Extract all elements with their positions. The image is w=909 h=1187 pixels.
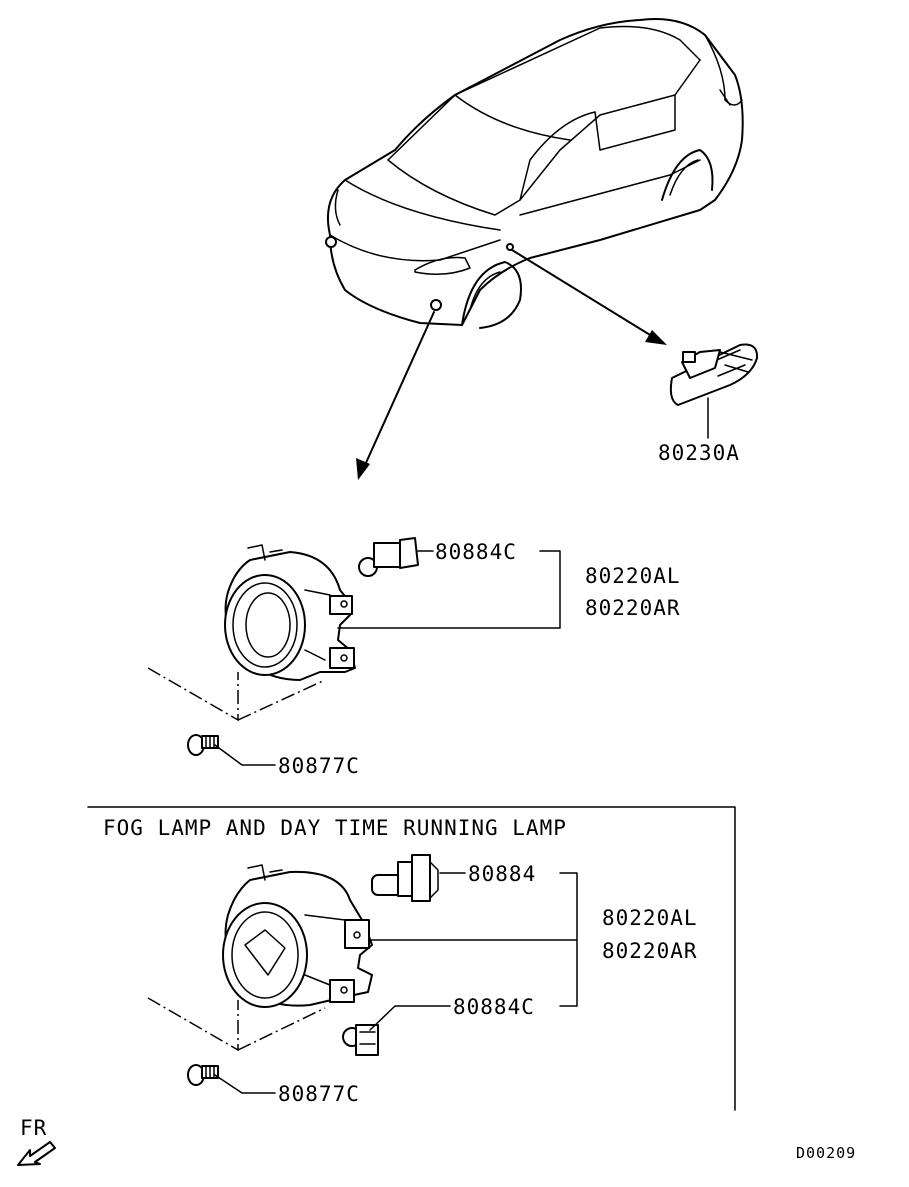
side-marker-lamp-icon (669, 343, 759, 406)
diagram-code: D00209 (796, 1144, 856, 1162)
part-number-side-marker: 80230A (658, 441, 740, 465)
screw-lower-icon (187, 1064, 219, 1086)
assembly-centerline (147, 997, 326, 1052)
variant-box-border (87, 806, 736, 1111)
side-marker-mount-icon (506, 243, 514, 251)
part-number-fog-lamp-left-lower: 80220AL (602, 906, 698, 930)
pointer-arrows (356, 249, 667, 480)
bulb-small-lower-icon (342, 1024, 379, 1056)
leader-line (214, 744, 276, 766)
part-number-fog-lamp-left-upper: 80220AL (585, 564, 681, 588)
bulb-headlight-lower-icon (371, 854, 439, 902)
part-number-bulb-small-lower: 80884C (453, 995, 535, 1019)
part-number-bulb-upper: 80884C (435, 540, 517, 564)
fog-lamp-lower-icon (222, 864, 373, 1008)
part-number-fog-lamp-right-upper: 80220AR (585, 596, 681, 620)
bulb-upper-icon (358, 537, 419, 577)
bracket-line (337, 550, 561, 629)
assembly-centerline (147, 667, 326, 722)
part-number-fog-lamp-right-lower: 80220AR (602, 939, 698, 963)
leader-line (214, 1074, 276, 1094)
front-direction-arrow-icon (17, 1141, 56, 1166)
bracket-line (369, 872, 578, 1007)
car-illustration (325, 18, 744, 329)
variant-box-title: FOG LAMP AND DAY TIME RUNNING LAMP (103, 816, 567, 840)
leader-line (369, 1005, 451, 1031)
part-number-screw-lower: 80877C (278, 1082, 360, 1106)
direction-label: FR (20, 1116, 47, 1140)
screw-upper-icon (187, 734, 219, 756)
fog-lamp-upper-icon (224, 544, 356, 681)
fog-lamp-mount-right-icon (430, 299, 442, 311)
fog-lamp-mount-left-icon (325, 236, 337, 248)
part-number-screw-upper: 80877C (278, 754, 360, 778)
part-number-bulb-headlight-lower: 80884 (468, 862, 536, 886)
